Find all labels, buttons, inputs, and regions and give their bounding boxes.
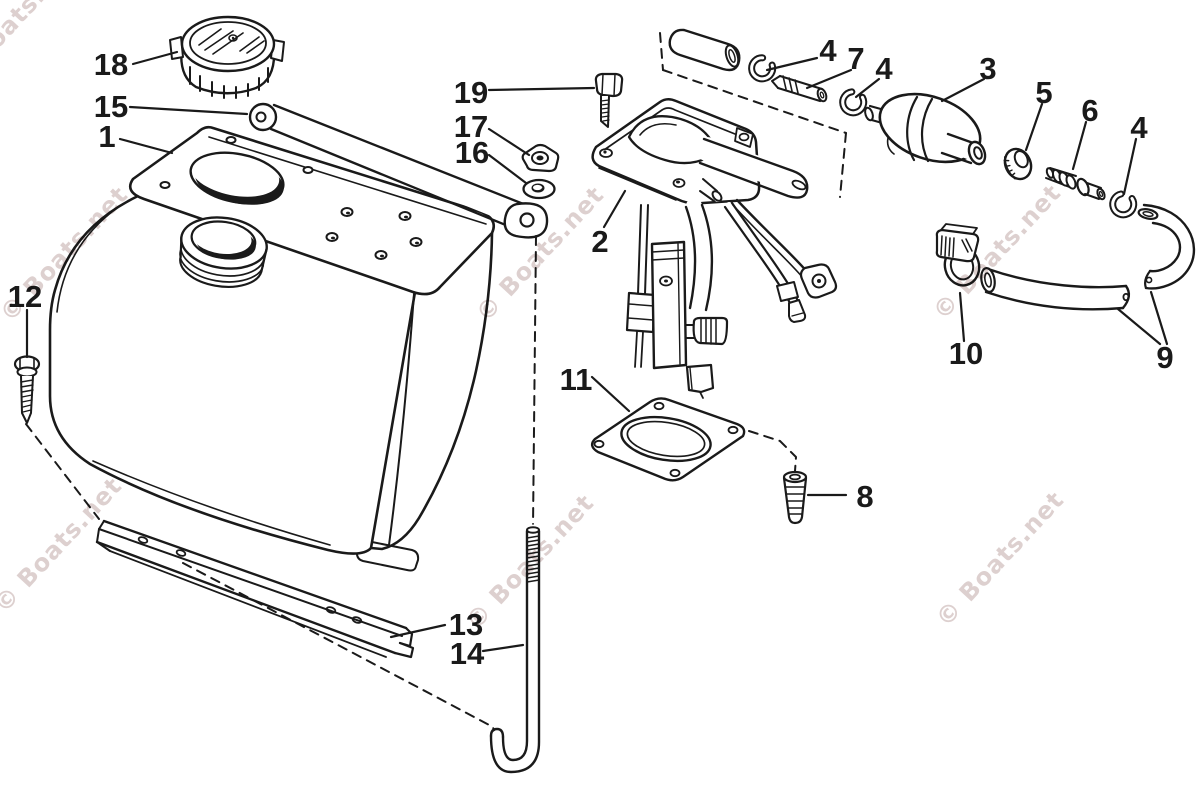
fuel-cap [169, 15, 285, 99]
knurled-ring [1003, 147, 1033, 181]
part-callout-4: 4 [1130, 110, 1148, 145]
hose-segment-top [668, 28, 741, 72]
part-callout-17: 17 [454, 109, 488, 144]
barb-connector [771, 74, 829, 103]
leader-line-18 [131, 50, 179, 66]
retainer-clip-b [839, 88, 868, 117]
leader-line-19 [487, 86, 596, 92]
leader-line-14 [481, 643, 525, 653]
leader-line-7 [805, 68, 853, 90]
retaining-strap [248, 102, 549, 239]
leader-line-16 [487, 153, 528, 185]
fuel-pickup-assembly [591, 98, 838, 399]
leader-line-5 [1024, 102, 1044, 152]
part-callout-14: 14 [450, 636, 485, 671]
fuel-tank [48, 125, 496, 572]
cap-knurls [189, 66, 269, 99]
leader-line-1 [118, 137, 174, 155]
part-callout-7: 7 [847, 41, 864, 76]
guide-dashed-line [748, 430, 797, 472]
part-callout-13: 13 [449, 607, 483, 642]
part-callout-19: 19 [454, 75, 488, 110]
leader-line-4 [1122, 137, 1138, 196]
tank-rivets [159, 136, 423, 260]
leader-line-4 [765, 56, 819, 72]
tank-threaded-neck [179, 216, 268, 288]
assembly-guide-lines [25, 32, 847, 746]
fuel-hose-main [979, 267, 1135, 311]
guide-dashed-line [532, 235, 537, 528]
leader-line-9 [1116, 307, 1162, 346]
fuel-hose-elbow [1137, 203, 1196, 290]
retainer-clip-c [1109, 190, 1138, 219]
leader-line-3 [940, 77, 986, 103]
leader-line-6 [1071, 120, 1088, 171]
lock-nut [521, 143, 560, 173]
part-callout-2: 2 [591, 224, 608, 259]
part-callout-1: 1 [98, 119, 115, 154]
guide-dashed-line [659, 32, 664, 71]
part-callout-8: 8 [856, 479, 873, 514]
part-callout-9: 9 [1156, 340, 1173, 375]
part-callout-11: 11 [560, 362, 593, 397]
lag-screw [13, 355, 41, 424]
leader-line-11 [590, 375, 631, 413]
guide-dashed-line [25, 423, 100, 520]
leader-line-2 [602, 189, 627, 229]
part-callout-5: 5 [1035, 75, 1052, 110]
part-callout-15: 15 [94, 89, 128, 124]
tank-fill-opening [189, 150, 285, 205]
leader-line-17 [487, 127, 531, 157]
guide-dashed-line [182, 562, 498, 746]
callout-leader-lines [25, 50, 1169, 653]
part-callout-18: 18 [94, 47, 128, 82]
part-callout-10: 10 [949, 336, 983, 371]
leader-line-4 [854, 77, 881, 99]
part-callout-3: 3 [979, 51, 996, 86]
hex-bolt [594, 72, 624, 128]
guide-dashed-line [662, 69, 847, 134]
cap-hatching [198, 28, 265, 55]
hose-clamp [935, 223, 981, 287]
guide-dashed-line [839, 132, 847, 198]
gasket [590, 397, 746, 482]
leader-line-13 [389, 623, 447, 639]
leader-line-9 [1149, 290, 1169, 346]
part-callout-4: 4 [875, 51, 893, 86]
part-callout-12: 12 [8, 279, 42, 314]
leader-line-10 [958, 291, 966, 343]
part-callout-4: 4 [819, 33, 837, 68]
part-callout-16: 16 [455, 135, 489, 170]
mounting-rail [95, 519, 415, 659]
washer [522, 178, 556, 200]
primer-bulb [864, 92, 987, 166]
leader-line-15 [128, 105, 249, 116]
retainer-clip-a [748, 54, 777, 83]
anchor-plug [782, 470, 808, 525]
j-bolt [489, 524, 541, 774]
barb-fitting [1040, 166, 1107, 203]
part-callout-6: 6 [1081, 93, 1098, 128]
